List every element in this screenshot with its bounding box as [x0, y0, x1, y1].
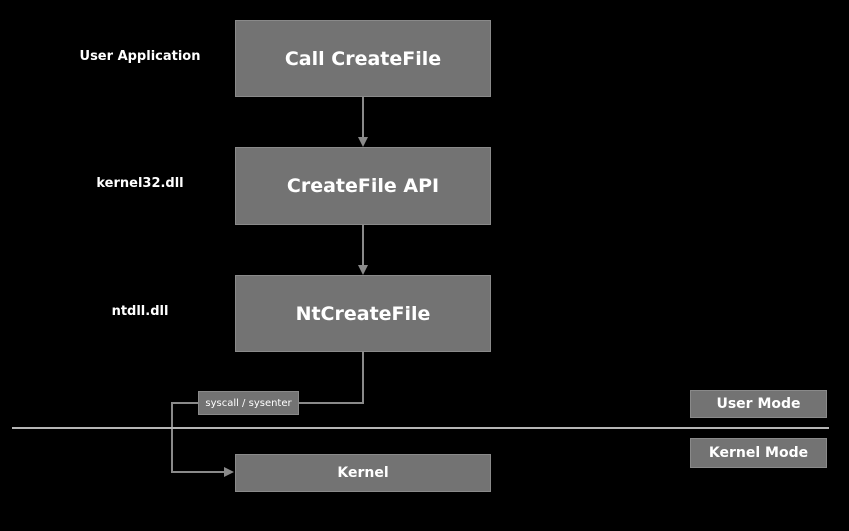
- kernel-box: Kernel: [235, 454, 491, 492]
- user-mode-badge: User Mode: [690, 390, 827, 418]
- call-createfile-box: Call CreateFile: [235, 20, 491, 97]
- ntcreatefile-box: NtCreateFile: [235, 275, 491, 352]
- user-application-label: User Application: [79, 49, 201, 64]
- createfile-api-box: CreateFile API: [235, 147, 491, 225]
- ntdll-dll-label: ntdll.dll: [111, 304, 169, 319]
- kernel32-dll-label: kernel32.dll: [96, 176, 184, 191]
- kernel-mode-badge: Kernel Mode: [690, 438, 827, 468]
- syscall-path-line: [171, 352, 364, 477]
- syscall-sysenter-label: syscall / sysenter: [198, 391, 299, 415]
